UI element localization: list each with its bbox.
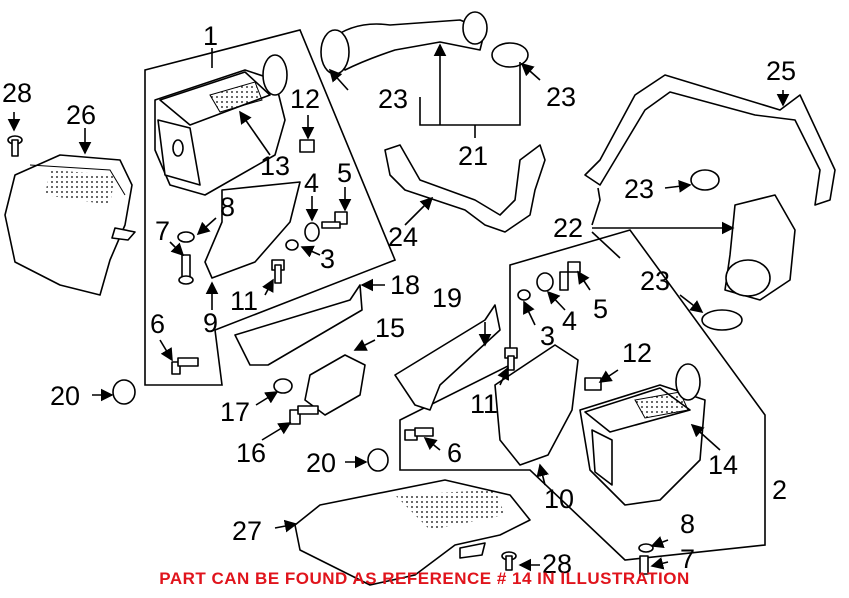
grommet-part	[639, 555, 649, 575]
callout-labels: 28 26 1 12 13 5 4 8 7 3 11 9 6 18 15 19 …	[2, 21, 796, 579]
washer-part	[177, 231, 195, 243]
callout-8: 8	[220, 192, 235, 222]
callout-5: 5	[337, 158, 352, 188]
nut-part	[285, 239, 299, 251]
air-guide-part	[4, 154, 136, 296]
callout-21: 21	[458, 141, 488, 171]
callout-7: 7	[155, 216, 170, 246]
callout-24: 24	[388, 222, 418, 252]
bolt-part	[289, 405, 319, 425]
grommet-part	[304, 222, 320, 242]
callout-28: 28	[2, 78, 32, 108]
callout-20: 20	[50, 381, 80, 411]
bolt-part	[321, 211, 348, 229]
callout-1: 1	[203, 21, 218, 51]
bolt-part	[171, 357, 199, 375]
heat-shield-part	[204, 181, 301, 279]
vent-hose-part	[384, 144, 546, 233]
callout-3: 3	[320, 244, 335, 274]
vent-hose-part	[584, 74, 836, 206]
air-cleaner-part	[579, 363, 706, 506]
bolt-part	[271, 259, 285, 284]
intake-duct-part	[724, 194, 796, 301]
callout-23: 23	[546, 82, 576, 112]
hose-clamp-part	[690, 169, 720, 191]
callout-28: 28	[542, 549, 572, 579]
mount-part	[304, 354, 366, 416]
leader-lines	[7, 43, 790, 572]
callout-27: 27	[232, 516, 262, 546]
bolt-part	[7, 135, 23, 157]
callout-8: 8	[680, 509, 695, 539]
callout-12: 12	[622, 338, 652, 368]
grommet-part	[517, 289, 531, 301]
callout-22: 22	[553, 213, 583, 243]
intake-hose-part	[320, 11, 488, 75]
callout-9: 9	[203, 308, 218, 338]
bolt-part	[501, 551, 517, 571]
grommet-part	[536, 272, 554, 292]
hose-clamp-part	[701, 309, 743, 331]
callout-13: 13	[260, 151, 290, 181]
group-2-outline	[399, 229, 766, 561]
callout-25: 25	[766, 56, 796, 86]
callout-23: 23	[378, 84, 408, 114]
bracket-part	[299, 139, 315, 153]
grommet-part	[367, 448, 389, 472]
callout-18: 18	[390, 270, 420, 300]
mount-bracket-part	[234, 284, 363, 366]
callout-3: 3	[540, 321, 555, 351]
callout-4: 4	[562, 306, 577, 336]
callout-11: 11	[230, 286, 258, 316]
callout-23: 23	[640, 266, 670, 296]
air-cleaner-part	[154, 54, 288, 196]
grommet-part	[273, 378, 293, 394]
callout-11: 11	[470, 389, 498, 419]
air-guide-part	[294, 479, 531, 586]
callout-17: 17	[220, 397, 250, 427]
reference-note: PART CAN BE FOUND AS REFERENCE # 14 IN I…	[159, 569, 690, 588]
callout-5: 5	[593, 294, 608, 324]
washer-part	[638, 543, 654, 553]
grommet-part	[178, 254, 194, 285]
callout-12: 12	[290, 84, 320, 114]
group-1-outline	[144, 29, 397, 386]
bracket-part	[584, 377, 602, 391]
callout-6: 6	[150, 309, 165, 339]
hose-clamp-part	[491, 42, 529, 68]
callout-15: 15	[375, 313, 405, 343]
callout-26: 26	[66, 100, 96, 130]
callout-20: 20	[306, 448, 336, 478]
callout-10: 10	[544, 484, 574, 514]
callout-2: 2	[772, 475, 787, 505]
grommet-part	[112, 379, 136, 405]
callout-19: 19	[432, 283, 462, 313]
mount-bracket-part	[394, 304, 501, 411]
callout-16: 16	[236, 438, 266, 468]
callout-6: 6	[447, 438, 462, 468]
callout-14: 14	[708, 450, 738, 480]
callout-4: 4	[304, 168, 319, 198]
heat-shield-part	[494, 344, 579, 466]
bolt-part	[559, 261, 581, 291]
callout-23: 23	[624, 174, 654, 204]
bolt-part	[504, 347, 518, 371]
callout-7: 7	[680, 544, 695, 574]
bolt-part	[404, 427, 434, 441]
